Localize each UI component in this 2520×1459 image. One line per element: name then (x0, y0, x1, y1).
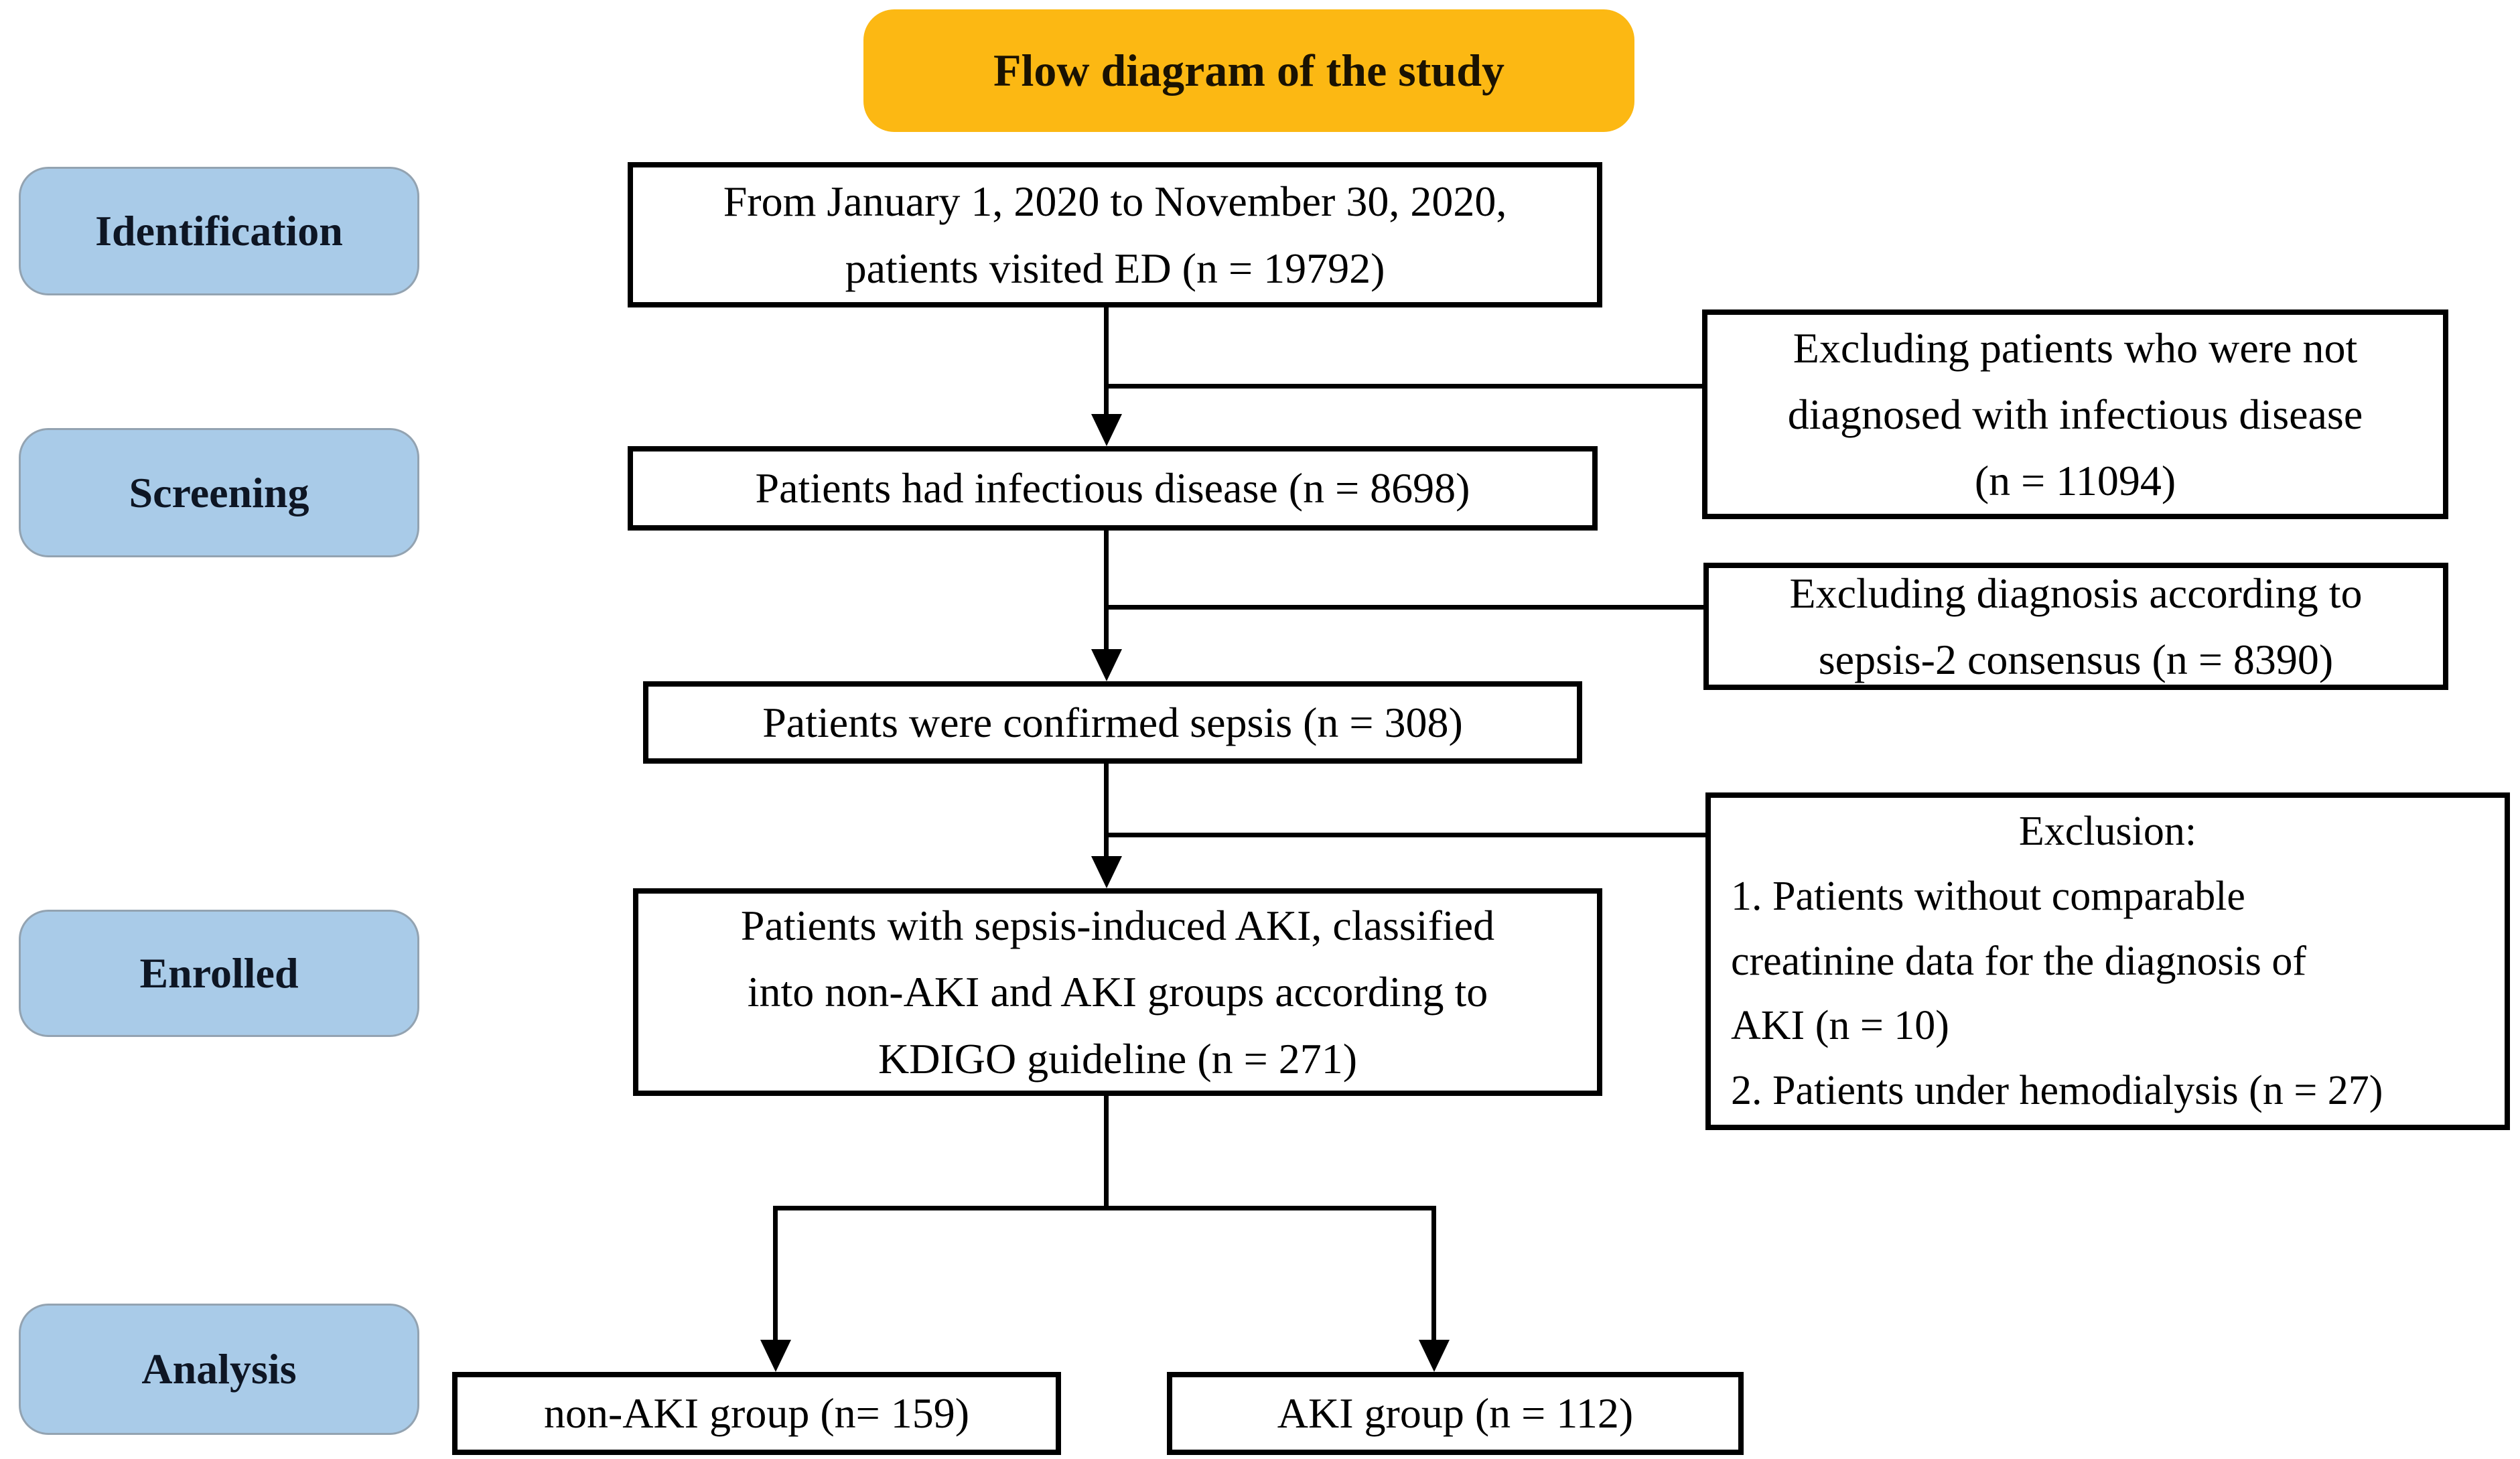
arrowhead-to-enrolled-icon (1091, 856, 1122, 888)
connector-line-right-branch (1431, 1206, 1436, 1344)
stage-label-enrolled: Enrolled (19, 910, 419, 1037)
exclusion-box-not-infectious: Excluding patients who were not diagnose… (1702, 309, 2448, 519)
arrowhead-to-aki-icon (1419, 1340, 1450, 1372)
diagram-title: Flow diagram of the study (863, 9, 1634, 132)
branch-line-exclusion-3 (1104, 833, 1705, 837)
flow-box-ed-visits: From January 1, 2020 to November 30, 202… (628, 162, 1602, 307)
branch-line-exclusion-1 (1104, 384, 1702, 389)
flow-box-enrolled-kdigo: Patients with sepsis-induced AKI, classi… (633, 888, 1602, 1096)
flow-box-aki-group: AKI group (n = 112) (1167, 1372, 1744, 1455)
exclusion-box-sepsis2: Excluding diagnosis according to sepsis-… (1703, 563, 2448, 690)
arrowhead-to-sepsis-icon (1091, 649, 1122, 681)
stage-label-screening: Screening (19, 428, 419, 557)
connector-line-left-branch (773, 1206, 778, 1344)
flow-box-infectious-disease: Patients had infectious disease (n = 869… (628, 446, 1598, 531)
exclusion-heading: Exclusion: (2018, 809, 2197, 855)
arrowhead-to-non-aki-icon (760, 1340, 791, 1372)
connector-line-1 (1104, 307, 1109, 418)
flow-box-non-aki-group: non-AKI group (n= 159) (452, 1372, 1061, 1455)
connector-line-4 (1104, 1096, 1109, 1210)
arrowhead-to-screening-icon (1091, 414, 1122, 446)
exclusion-items: 1. Patients without comparable creatinin… (1731, 873, 2383, 1114)
connector-line-3 (1104, 764, 1109, 860)
stage-label-analysis: Analysis (19, 1304, 419, 1435)
split-line (773, 1206, 1436, 1210)
exclusion-box-enrollment: Exclusion: 1. Patients without comparabl… (1705, 792, 2510, 1130)
branch-line-exclusion-2 (1104, 605, 1703, 610)
stage-label-identification: Identification (19, 167, 419, 295)
connector-line-2 (1104, 531, 1109, 653)
flow-box-confirmed-sepsis: Patients were confirmed sepsis (n = 308) (643, 681, 1582, 764)
